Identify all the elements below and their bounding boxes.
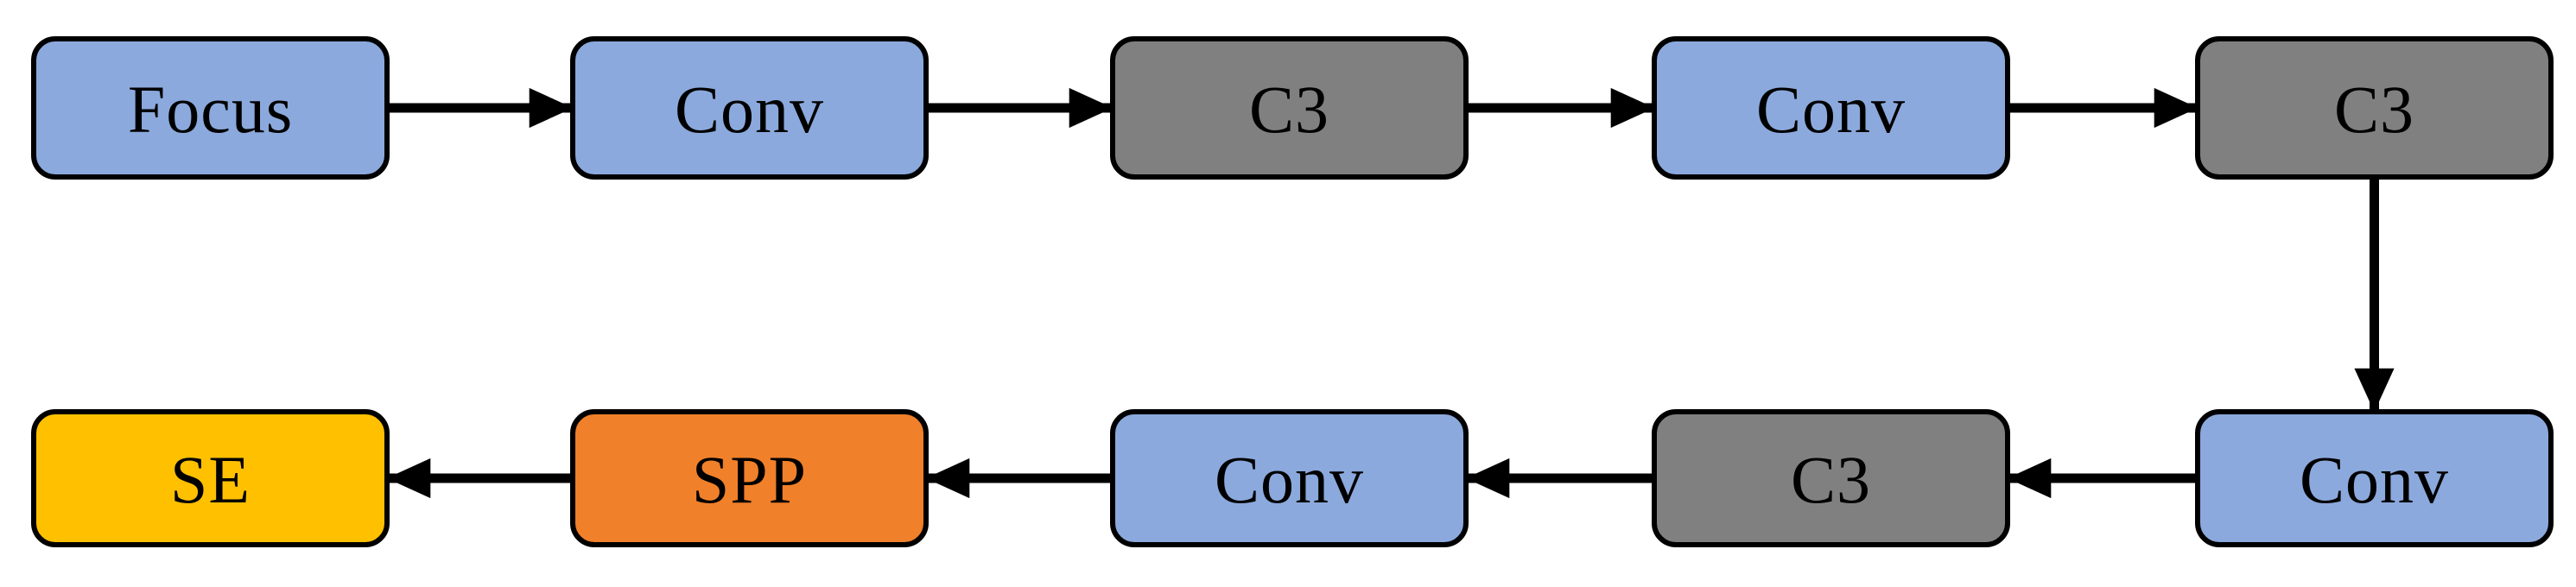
node-conv-4: Conv	[2195, 409, 2554, 547]
node-label-focus: Focus	[127, 72, 294, 147]
node-c3-3: C3	[1652, 409, 2010, 547]
node-label-c3-1: C3	[1248, 72, 1330, 147]
node-focus: Focus	[31, 36, 390, 180]
node-label-conv-3: Conv	[1214, 442, 1365, 517]
node-label-c3-2: C3	[2333, 72, 2415, 147]
node-conv-1: Conv	[570, 36, 929, 180]
node-conv-2: Conv	[1652, 36, 2010, 180]
node-label-conv-1: Conv	[674, 72, 825, 147]
node-se: SE	[31, 409, 390, 547]
node-conv-3: Conv	[1110, 409, 1469, 547]
node-label-se: SE	[169, 442, 251, 517]
node-label-conv-4: Conv	[2299, 442, 2450, 517]
node-c3-1: C3	[1110, 36, 1469, 180]
node-label-spp: SPP	[691, 442, 808, 517]
node-label-c3-3: C3	[1790, 442, 1872, 517]
node-spp: SPP	[570, 409, 929, 547]
node-label-conv-2: Conv	[1755, 72, 1907, 147]
node-c3-2: C3	[2195, 36, 2554, 180]
